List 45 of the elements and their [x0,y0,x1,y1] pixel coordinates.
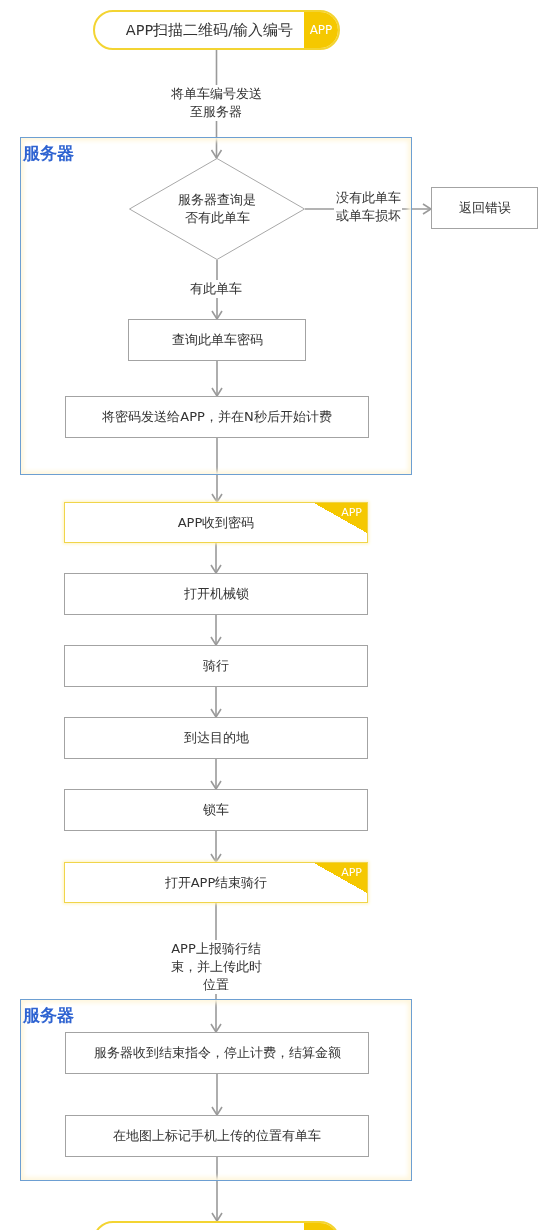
decision-diamond [129,158,305,260]
edge-label: 将单车编号发送至服务器 [169,85,263,121]
step-label: APP收到密码 [177,513,255,532]
app-corner-tag: APP [314,863,367,893]
arrow [211,1073,223,1116]
step-label: 打开APP结束骑行 [164,873,268,892]
arrow [211,1156,223,1222]
step-label: 查询此单车密码 [171,331,263,349]
process-box [64,862,368,903]
step-label: 将密码发送给APP，并在N秒后开始计费 [102,408,332,426]
step-label: 返回错误 [458,199,511,217]
process-box [64,502,368,543]
arrow [210,542,222,574]
process-box [128,319,306,361]
step-label: 服务器收到结束指令，停止计费，结算金额 [93,1044,341,1062]
app-corner-tag: APP [314,503,367,533]
process-box [431,187,538,229]
step-label: 到达目的地 [183,729,249,747]
step-label: 打开机械锁 [183,585,249,603]
arrow [210,758,222,790]
process-box [65,396,369,438]
group-panel [20,137,412,475]
arrow [211,360,223,397]
terminal-pill [93,10,340,50]
arrow [210,830,222,863]
step-label: 服务器查询是否有此单车 [177,191,257,227]
step-label: 骑行 [203,657,229,675]
arrow [210,614,222,646]
edge-label: APP上报骑行结束，并上传此时位置 [169,940,263,994]
process-box [64,789,368,831]
process-box [64,717,368,759]
panel-title: 服务器 [23,1004,74,1026]
step-label: 锁车 [203,801,229,819]
process-box [64,645,368,687]
process-box [65,1115,369,1157]
process-box [64,573,368,615]
edge-label: 没有此单车或单车损坏 [334,189,402,225]
app-tag: APP [304,12,338,48]
arrow [211,437,223,503]
process-box [65,1032,369,1074]
step-label: APP扫描二维码/输入编号 [125,21,294,40]
step-label: 在地图上标记手机上传的位置有单车 [113,1127,321,1145]
arrow [210,686,222,718]
group-panel [20,999,412,1181]
panel-title: 服务器 [23,142,74,164]
